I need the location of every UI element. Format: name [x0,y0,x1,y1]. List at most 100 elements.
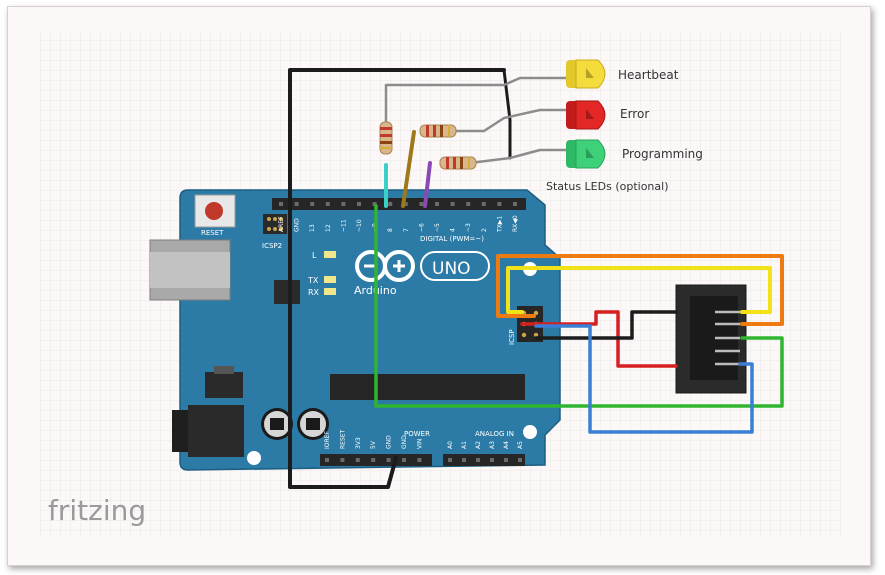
header-pin [497,202,502,206]
mount-hole [247,451,261,465]
pin-label: ~3 [465,223,472,232]
icsp-cable-connector [675,284,747,394]
pin-label: 3V3 [355,437,362,449]
arduino-logo [355,250,490,282]
header-pin [340,458,345,462]
pin-label: ~5 [434,223,441,232]
header-pin [357,202,361,206]
reset-label: RESET [201,229,224,237]
wire-orange [496,254,784,326]
led-programming-label: Programming [622,147,703,161]
atmega-chip [330,374,525,400]
wire-green-reset [374,204,784,408]
l-label: L [312,251,317,260]
header-pin [466,202,471,206]
icsp-label: ICSP [508,329,516,345]
lead-programming [468,148,570,165]
header-pin [402,458,406,462]
led-programming [566,139,606,169]
pin-label: 8 [387,228,394,232]
leds-caption: Status LEDs (optional) [546,180,669,193]
pin-label: 7 [403,228,410,232]
header-pin [294,202,299,206]
header-pin [419,202,424,206]
header-pin [518,458,522,462]
pin-label: A3 [489,441,496,449]
pin-label: A1 [461,441,468,449]
pin-label: 5V [370,440,377,449]
header-pin [325,458,329,462]
wire-led-ground [502,68,512,160]
header-pin [279,202,283,206]
pin-label: GND [294,218,301,232]
analog-header [443,454,525,466]
led-error [566,100,606,130]
pin-label: ~11 [340,219,347,232]
header-pin [341,202,346,206]
pin-label: TX▶1 [496,216,503,233]
header-pin [462,458,466,462]
resistor-3 [439,156,477,170]
pin-label: IOREF [324,431,331,449]
wire-olive [401,130,416,208]
wire-yellow [506,266,772,314]
pin-label: A4 [503,441,510,449]
wire-black-icsp [534,310,678,340]
analog-label: ANALOG IN [475,430,514,438]
pin-label: GND [386,435,393,449]
capacitor-mark [270,418,284,430]
header-pin [371,458,376,462]
power-label: POWER [404,430,430,438]
pin-label: VIN [416,439,423,449]
power-pin-labels: IOREF RESET 3V3 5V GND GND VIN [324,429,423,462]
resistor-2 [419,124,457,138]
resistor-1 [379,121,393,155]
pin-label: 12 [325,224,332,232]
pin-label: GND [401,435,408,449]
lead-error [454,108,570,133]
header-pin [476,458,480,462]
led-heartbeat [566,59,606,89]
pin-label: A2 [475,441,482,449]
header-pin [448,458,452,462]
rx-led [324,288,336,295]
reset-button-cap[interactable] [205,202,223,220]
wire-red [520,310,678,368]
pin-label: 13 [309,224,316,232]
regulator-tab [214,366,234,374]
header-pin [481,202,486,206]
wire-purple [423,161,432,208]
header-pin [490,458,494,462]
header-pin [310,202,315,206]
pin-label: A5 [517,441,524,449]
l-led [324,251,336,258]
pin-label: ~6 [418,223,425,232]
digital-header [272,198,526,210]
power-jack-body [188,405,244,457]
tx-led [324,276,336,283]
wires [288,68,784,489]
wire-ground [288,68,506,489]
header-pin [325,202,330,206]
header-pin [435,202,439,206]
pin-label: A0 [447,441,454,449]
digital-label: DIGITAL (PWM=~) [420,235,484,243]
usb-connector-inner [150,252,230,288]
rx-label: RX [308,288,320,297]
icsp2-header [263,214,287,234]
header-pin [403,202,408,206]
header-pin [513,202,517,206]
led-heartbeat-label: Heartbeat [618,68,679,82]
pin-label: 2 [481,228,488,232]
header-pin [417,458,422,462]
wire-blue [534,324,754,434]
fritzing-logo: fritzing [48,494,146,527]
header-pin [450,202,455,206]
pin-label: ~10 [356,219,363,232]
pin-label: RESET [339,429,346,449]
icsp2-label: ICSP2 [262,242,282,250]
power-header [320,454,432,466]
uno-label: UNO [432,259,471,279]
analog-pin-labels: A0 A1 A2 A3 A4 A5 [447,441,524,462]
